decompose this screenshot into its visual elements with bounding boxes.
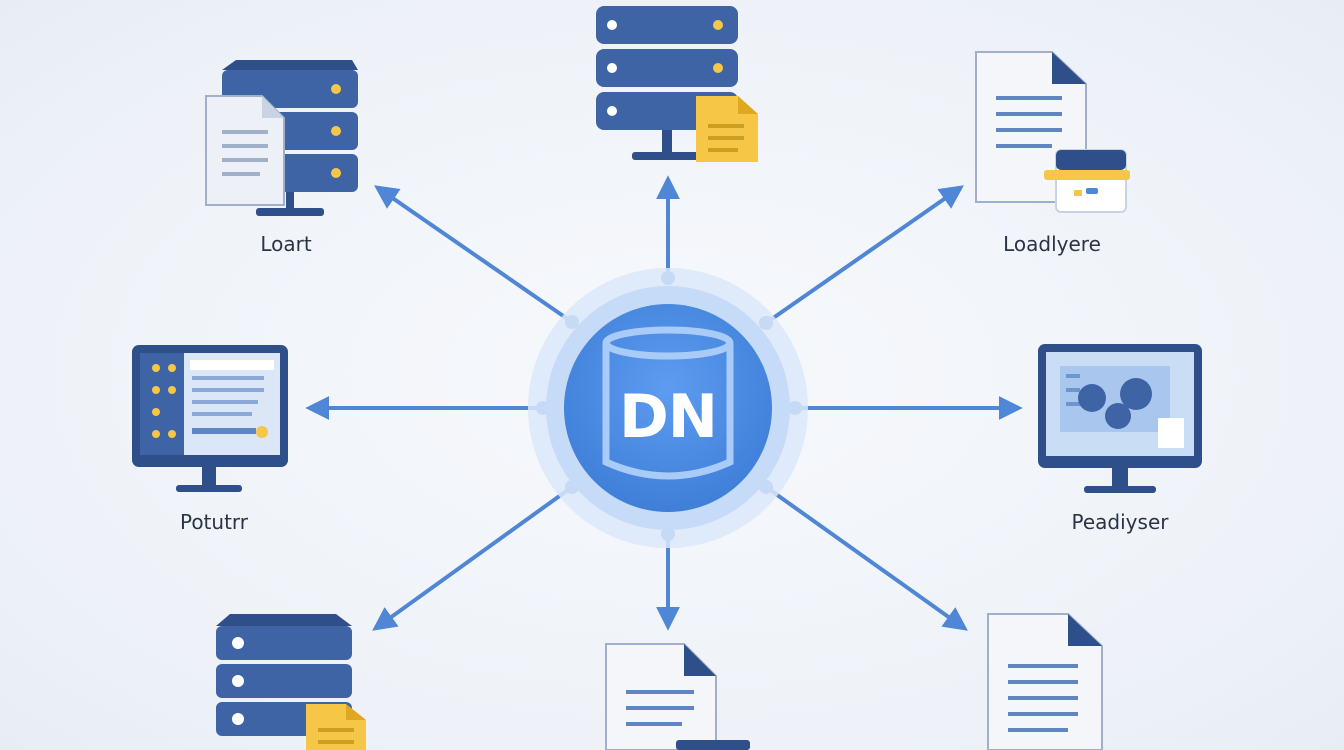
arrow-top-right [759,185,964,330]
node-bottom-left-server-folder-icon [216,614,366,750]
node-bottom-document-icon [605,643,750,750]
database-cylinder-icon [602,326,734,480]
node-label-right: Peadiyser [1071,510,1169,534]
node-top-right-document-window-icon [975,51,1130,213]
arrow-top-left [374,185,579,329]
node-right-monitor-chart-icon [1038,344,1202,493]
node-top-server-folder-icon [596,6,758,162]
node-bottom-right-document-icon [987,613,1103,750]
arrow-bottom-left [372,480,579,631]
node-label-top-left: Loart [260,232,312,256]
node-label-left: Potutrr [179,510,249,534]
node-left-monitor-app-icon [132,345,288,492]
hub-database: DN [528,268,808,548]
arrow-bottom-right [759,480,968,631]
arrow-right [788,396,1023,420]
node-label-top-right: Loadlyere [1003,232,1101,256]
node-top-left-server-document-icon [205,60,358,216]
arrow-left [305,396,550,420]
hub-label: DN [619,382,717,452]
